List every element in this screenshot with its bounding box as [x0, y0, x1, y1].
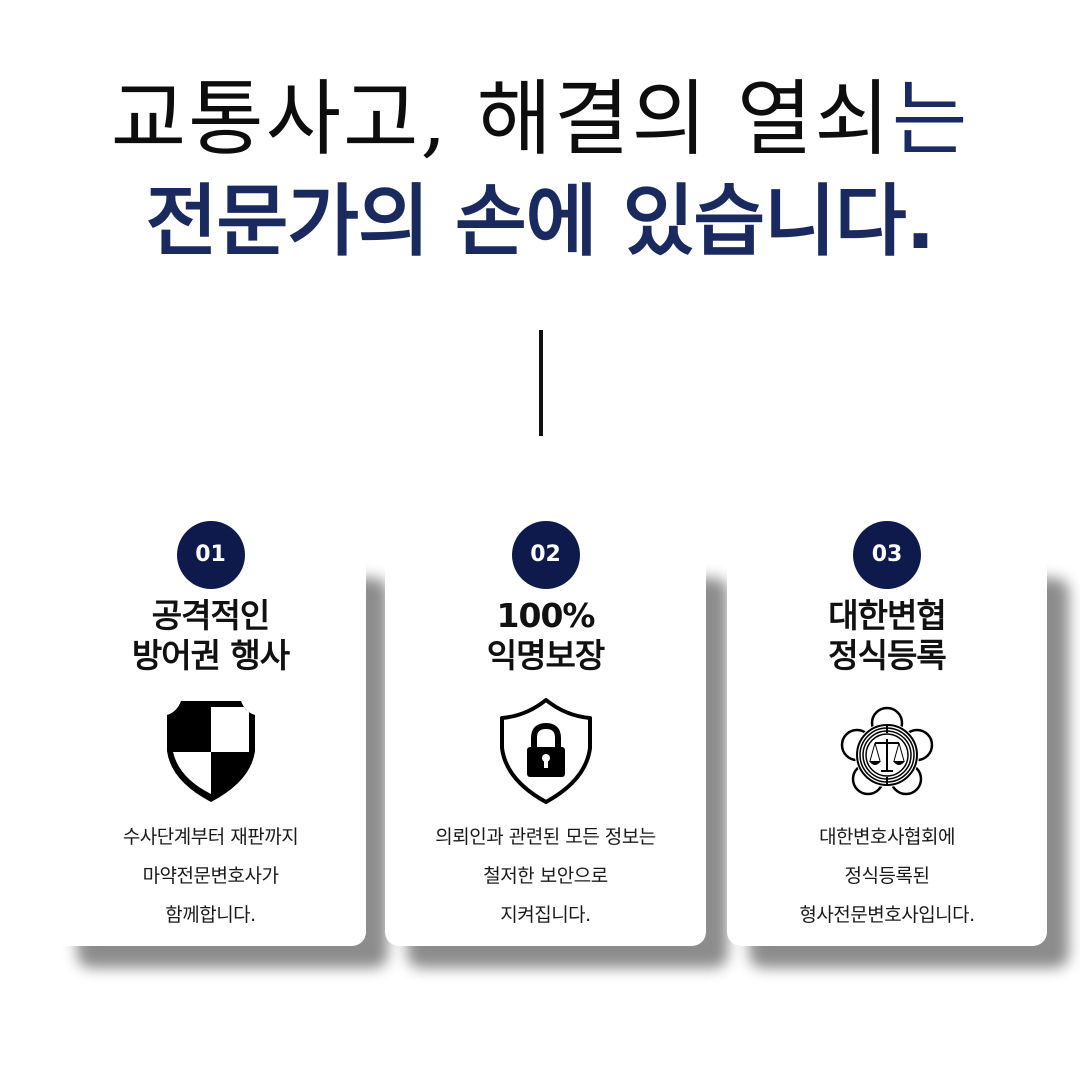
shield-lock-icon [496, 696, 596, 806]
feature-card-2: 02 100% 익명보장 의뢰인과 관련된 모든 정보는 철저한 보안으로 지켜… [385, 521, 706, 946]
card-desc-line: 마약전문변호사가 [142, 865, 279, 887]
shield-checkered-icon [161, 696, 261, 806]
card-desc-line: 형사전문변호사입니다. [799, 904, 975, 926]
card-desc-line: 철저한 보안으로 [483, 865, 608, 887]
card-title-line: 대한변협 [828, 596, 946, 635]
card-desc-line: 의뢰인과 관련된 모든 정보는 [435, 826, 656, 848]
card-number-badge: 03 [853, 521, 921, 589]
headline: 교통사고, 해결의 열쇠는 전문가의 손에 있습니다. [0, 70, 1080, 270]
card-description: 수사단계부터 재판까지 마약전문변호사가 함께합니다. [55, 818, 366, 935]
card-title-line: 100% [496, 596, 596, 635]
card-title: 공격적인 방어권 행사 [55, 596, 366, 676]
card-desc-line: 지켜집니다. [500, 904, 591, 926]
headline-line1-main: 교통사고, 해결의 열쇠 [110, 72, 892, 167]
card-title-line: 방어권 행사 [131, 636, 290, 675]
vertical-divider [539, 330, 543, 436]
card-desc-line: 함께합니다. [165, 904, 256, 926]
card-number-badge: 01 [176, 521, 245, 589]
card-description: 대한변호사협회에 정식등록된 형사전문변호사입니다. [727, 818, 1047, 935]
card-title: 대한변협 정식등록 [727, 596, 1047, 676]
card-number-badge: 02 [511, 521, 580, 589]
card-desc-line: 대한변호사협회에 [819, 826, 955, 848]
bar-association-emblem-icon [837, 698, 937, 808]
card-title: 100% 익명보장 [385, 596, 706, 676]
card-desc-line: 수사단계부터 재판까지 [122, 826, 299, 848]
card-title-line: 익명보장 [486, 636, 605, 675]
headline-line1-accent: 는 [891, 72, 970, 167]
card-title-line: 정식등록 [828, 636, 946, 675]
feature-card-3: 03 대한변협 정식등록 [727, 521, 1047, 946]
card-description: 의뢰인과 관련된 모든 정보는 철저한 보안으로 지켜집니다. [385, 818, 706, 935]
card-desc-line: 정식등록된 [844, 865, 930, 887]
headline-line1: 교통사고, 해결의 열쇠는 [0, 70, 1080, 170]
headline-line2: 전문가의 손에 있습니다. [145, 177, 936, 267]
card-title-line: 공격적인 [151, 596, 270, 635]
feature-card-1: 01 공격적인 방어권 행사 수사단계부터 재판까지 마약전문변호사가 함께합니… [55, 521, 366, 946]
